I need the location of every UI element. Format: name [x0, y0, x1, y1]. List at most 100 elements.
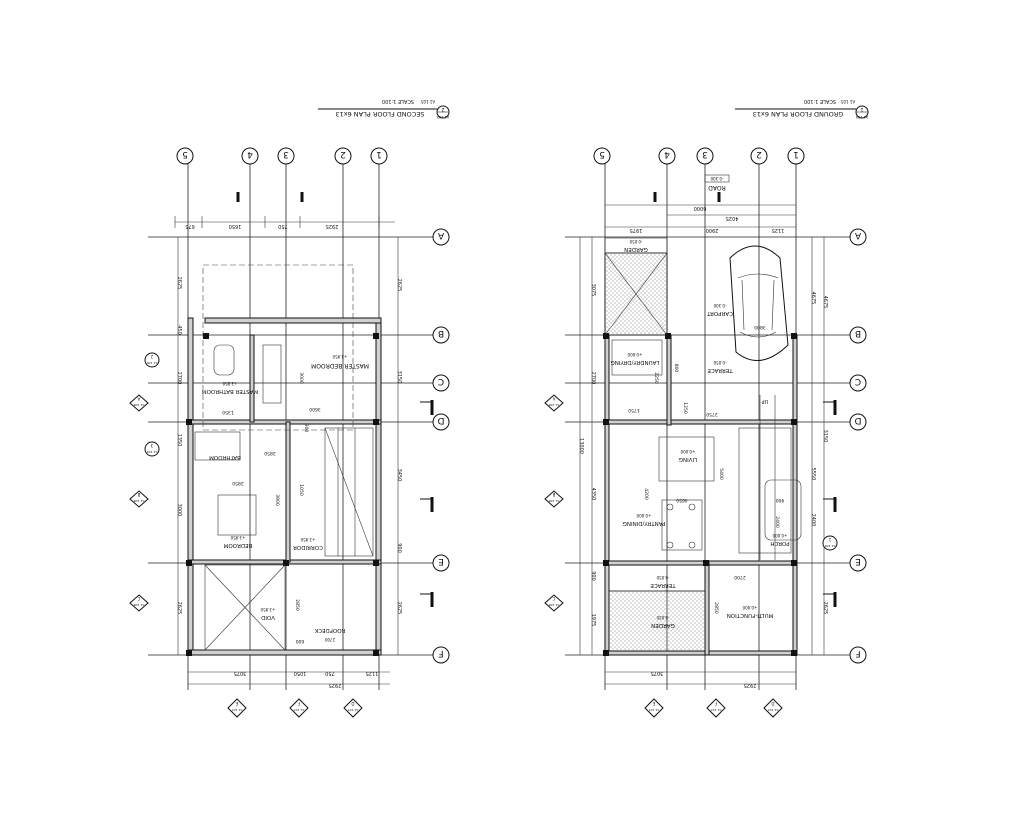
dim-label: 1650	[229, 223, 242, 229]
svg-text:1: 1	[828, 537, 831, 542]
plan-sheet-ref: A1 105	[437, 115, 449, 119]
dim-label: 13000	[578, 438, 584, 454]
room-tag: -0.050	[713, 360, 726, 365]
dim-label: 2750	[706, 411, 718, 417]
dim-label: 3900	[274, 494, 280, 506]
dim-label: 675	[185, 223, 195, 229]
svg-text:C: C	[137, 596, 140, 601]
grid-label: C	[855, 376, 861, 386]
dim-label: 4675	[822, 296, 828, 309]
section-ref-marker: B A1 108	[129, 490, 149, 508]
second-floor-rooms: MASTER BEDROOM +3.950 MASTER BATHROOM +3…	[202, 354, 369, 642]
dim-label: 450	[176, 325, 182, 335]
room-name: CORRIDOR	[293, 544, 323, 550]
ground-floor-top-dims: 6000 4025 1975 2900 1125	[605, 204, 796, 233]
ground-floor-bottom-dims: 3075 2925	[605, 670, 796, 688]
room-name: MULTI-FUNCTION	[727, 612, 774, 618]
svg-text:A1 106: A1 106	[147, 361, 158, 365]
dim-label: 1050	[294, 670, 307, 676]
section-ref-marker: E A1 107	[644, 698, 664, 718]
grid-label: 3	[702, 149, 708, 159]
section-ref-marker: E A1 107	[227, 698, 247, 718]
grid-label: 2	[340, 149, 346, 159]
section-ref-marker: 3 A1 106	[144, 441, 160, 457]
grid-label: 2	[756, 149, 762, 159]
section-ref-marker: C A1 108	[129, 594, 149, 612]
second-floor-section-marks	[236, 192, 434, 607]
room-tag: -0.300	[713, 303, 726, 308]
road-label: ROAD	[708, 184, 726, 191]
room-tag: +3.950	[260, 607, 275, 612]
plan-title: SECOND FLOOR PLAN 6x13	[335, 110, 424, 118]
dim-label: 2400	[774, 516, 780, 528]
dim-label: 6000	[694, 205, 707, 211]
svg-text:A1 107: A1 107	[294, 708, 305, 712]
svg-text:D: D	[771, 701, 774, 706]
grid-label: 5	[182, 149, 188, 159]
dim-label: 4025	[726, 215, 739, 221]
dim-label: 1250	[682, 402, 688, 414]
plan-scale-ref: A1 105	[840, 99, 855, 104]
svg-text:A1 106: A1 106	[825, 544, 836, 548]
dim-label: 3000	[298, 372, 304, 384]
plan-scale: SCALE 1:100	[804, 98, 836, 104]
room-name: TERRACE	[650, 582, 677, 588]
section-ref-marker: A A1 108	[544, 394, 564, 412]
room-name: ROOFDECK	[314, 627, 345, 633]
dim-label: 2250	[653, 372, 659, 384]
room-name: BATHROOM	[209, 454, 241, 460]
ground-floor-walls	[603, 237, 802, 656]
room-name: PANTRY/DINING	[623, 520, 666, 526]
second-floor-title-block: 2 A1 105 SECOND FLOOR PLAN 6x13 SCALE 1:…	[318, 98, 450, 119]
dim-label: 2850	[713, 602, 719, 614]
room-tag: +3.950	[332, 354, 347, 359]
section-ref-marker: C A1 108	[544, 594, 564, 612]
dim-label: 2900	[706, 227, 719, 233]
dim-label: 2850	[294, 599, 300, 611]
room-name: MASTER BEDROOM	[311, 362, 369, 369]
dim-label: 1350	[222, 409, 234, 415]
room-name: BEDROOM	[223, 542, 252, 548]
second-floor-row-bubbles: A B C D E F	[432, 228, 450, 664]
section-ref-marker: D A1 107	[343, 698, 363, 718]
svg-text:A1 107: A1 107	[348, 708, 359, 712]
car-icon	[729, 245, 789, 361]
svg-text:A: A	[137, 396, 140, 401]
ground-floor-section-refs: A A1 108 B A1 108 C A1 108 1 A1 106 E	[544, 394, 838, 718]
dim-label: 750	[278, 223, 288, 229]
dim-label: 2625	[176, 602, 182, 615]
dim-label: 4200	[643, 488, 649, 500]
svg-text:B: B	[552, 492, 555, 497]
svg-text:E: E	[652, 701, 655, 706]
grid-label: B	[855, 328, 861, 338]
dim-label: 1050	[298, 484, 304, 496]
room-tag: +0.000	[680, 449, 695, 454]
grid-label: F	[855, 648, 860, 658]
room-tag: -0.050	[656, 615, 669, 620]
svg-text:A1 108: A1 108	[549, 499, 560, 503]
dim-label: 1975	[590, 614, 596, 627]
grid-label: B	[438, 328, 444, 338]
second-floor-column-bubbles: 5 4 3 2 1	[176, 147, 388, 165]
dim-label: 600	[296, 638, 305, 644]
grid-label: 4	[247, 149, 253, 159]
second-floor-top-dims: 675 1650 750 2925	[174, 216, 395, 229]
grid-label: A	[854, 230, 861, 240]
plan-number: 1	[860, 106, 863, 112]
plan-scale-ref: A1 105	[420, 99, 435, 104]
dim-label: 3075	[651, 670, 664, 676]
grid-bubble-4	[241, 147, 259, 165]
dim-label: 2700	[590, 372, 596, 385]
grid-label: C	[438, 376, 444, 386]
grid-label: 1	[376, 149, 382, 159]
room-name: PORCH	[770, 540, 789, 546]
second-floor-bottom-dims: 3075 1050 750 1125 2925	[188, 670, 390, 688]
grid-label: 4	[664, 149, 670, 159]
room-tag: +0.000	[636, 513, 651, 518]
svg-text:F: F	[297, 701, 300, 706]
dim-label: 3450	[396, 469, 402, 482]
second-floor-walls	[186, 264, 382, 656]
svg-text:A1 107: A1 107	[768, 708, 779, 712]
svg-text:A1 107: A1 107	[711, 708, 722, 712]
